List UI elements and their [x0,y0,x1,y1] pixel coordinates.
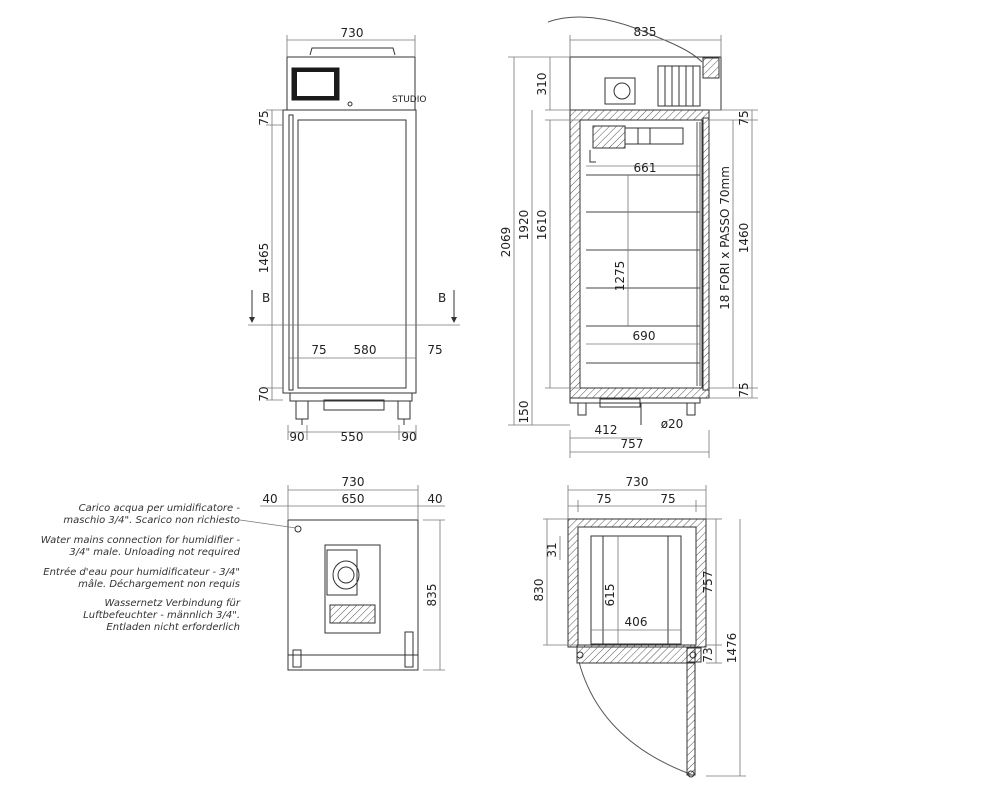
rail-holes-label: 18 FORI x PASSO 70mm [718,166,732,310]
foot-right [397,400,411,420]
rail-height-label: 1460 [737,223,751,254]
front-view [282,47,417,425]
base-depth-label: 757 [621,437,644,451]
side-depth-label: 835 [634,25,657,39]
section-markers [249,290,457,323]
front-side-right-label: 75 [427,343,442,357]
top-margin-right-label: 40 [427,492,442,506]
note-italian: Carico acqua per umidificatore - maschio… [63,503,240,526]
top-view [287,519,419,671]
top-width-label: 730 [342,475,365,489]
compressor [604,77,636,105]
note-german: Wassernetz Verbindung für Luftbefeuchter… [83,598,240,633]
top-dimension-lines [239,485,445,671]
front-foot-left-label: 90 [289,430,304,444]
total-height-label: 2069 [499,227,513,258]
section-view [567,518,707,778]
outer-depth-label: 830 [532,579,546,602]
shelf-inset-label: 31 [545,542,559,557]
front-foot-span-label: 550 [341,430,364,444]
section-marker-right: B [438,291,446,305]
section-marker-left: B [262,291,270,305]
top-margin-left-label: 40 [262,492,277,506]
inner-height-label: 1610 [535,210,549,241]
front-door-bottom-label: 70 [257,386,271,401]
front-foot [686,402,696,416]
side-view [547,16,722,425]
section-wall-right-label: 75 [660,492,675,506]
note-french: Entrée d'eau pour humidificateur - 3/4" … [43,567,240,590]
fan-unit [624,127,684,145]
top-depth-label: 835 [425,584,439,607]
door-glass [297,119,407,389]
section-wall-left-label: 75 [596,492,611,506]
shelf-depth-top-label: 661 [634,161,657,175]
front-inner-width-label: 580 [354,343,377,357]
inner-depth-label: 615 [603,584,617,607]
body-height-label: 1920 [517,210,531,241]
unit-top-label: 310 [535,73,549,96]
feet-height-label: 150 [517,401,531,424]
brand-logo: STUDIO [392,95,426,105]
water-inlet-icon [294,525,302,533]
side-dimension-lines [508,35,758,458]
depth-757-label: 757 [701,571,715,594]
top-inner-width-label: 650 [342,492,365,506]
foot-left [295,400,309,420]
front-width-label: 730 [341,26,364,40]
door-swing-label: 1476 [725,633,739,664]
door-hinge-strip [288,114,294,391]
door-gap-label: 73 [701,647,715,662]
section-width-label: 730 [626,475,649,489]
front-foot-right-label: 90 [401,430,416,444]
door-open-position [686,662,696,776]
drain-connector [599,398,641,408]
note-english: Water mains connection for humidifier - … [40,535,240,558]
rear-foot [577,402,587,416]
drain-diameter-label: ø20 [661,417,684,431]
section-dimension-lines [543,485,746,777]
shelves [586,174,700,364]
top-outline [287,519,419,671]
top-handle [309,47,396,56]
front-dimension-lines [248,35,460,440]
machine-unit [324,544,381,634]
lock-icon [347,101,353,107]
front-door-height-label: 1465 [257,243,271,274]
front-side-left-label: 75 [311,343,326,357]
evaporator [592,125,626,149]
drain-tray [323,399,385,411]
shelf-depth-bottom-label: 690 [633,329,656,343]
inner-bottom-label: 75 [737,382,751,397]
shelf-pitch-label: 1275 [613,261,627,292]
cabinet-body [282,109,417,394]
inner-top-label: 75 [737,110,751,125]
front-door-top-label: 75 [257,110,271,125]
inner-width-label: 406 [625,615,648,629]
drain-offset-label: 412 [595,423,618,437]
